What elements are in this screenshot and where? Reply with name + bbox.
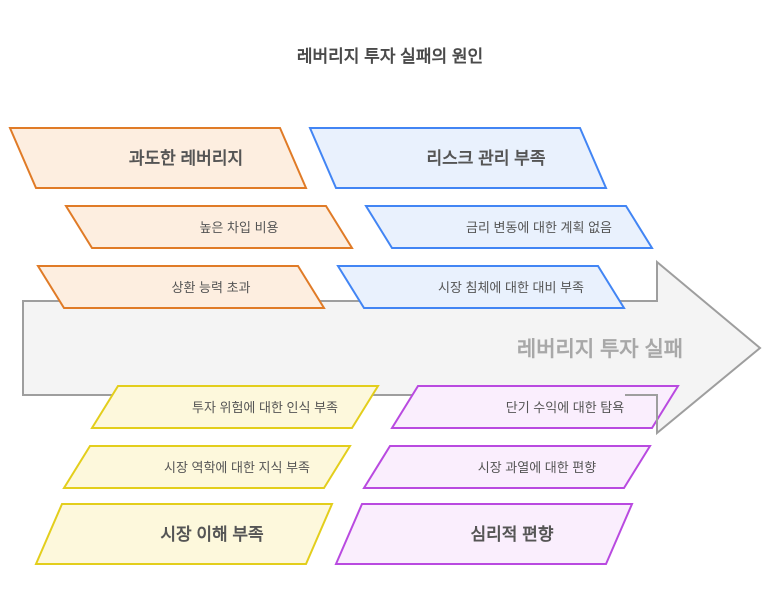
spine-label: 레버리지 투자 실패 <box>517 338 683 361</box>
category-header-label: 리스크 관리 부족 <box>427 149 546 168</box>
connector-top-right <box>625 262 658 302</box>
category-header-label: 과도한 레버리지 <box>129 149 243 168</box>
connector-bottom-right <box>625 394 658 433</box>
cause-item-label: 시장 역학에 대한 지식 부족 <box>164 460 310 475</box>
category-header-shape[interactable] <box>334 503 634 565</box>
category-header-label: 시장 이해 부족 <box>160 525 264 544</box>
page-title: 레버리지 투자 실패의 원인 <box>297 47 483 66</box>
cause-item-shape[interactable] <box>64 205 354 249</box>
cause-item-shape[interactable] <box>390 385 680 429</box>
cause-item-shape[interactable] <box>90 385 380 429</box>
cause-item-label: 시장 과열에 대한 편향 <box>478 460 597 475</box>
category-header-shape[interactable] <box>34 503 334 565</box>
cause-item-label: 시장 침체에 대한 대비 부족 <box>438 280 584 295</box>
category-header-label: 심리적 편향 <box>471 524 554 544</box>
cause-item-label: 높은 차입 비용 <box>200 220 279 235</box>
cause-item-shape[interactable] <box>36 265 326 309</box>
cause-item-label: 상환 능력 초과 <box>172 280 251 295</box>
cause-item-label: 투자 위험에 대한 인식 부족 <box>192 400 338 415</box>
cause-item-shape[interactable] <box>336 265 626 309</box>
cause-item-label: 단기 수익에 대한 탐욕 <box>506 400 625 415</box>
category-header-shape[interactable] <box>8 127 308 189</box>
cause-item-shape[interactable] <box>62 445 352 489</box>
cause-item-label: 금리 변동에 대한 계획 없음 <box>466 220 612 235</box>
cause-item-shape[interactable] <box>364 205 654 249</box>
cause-item-shape[interactable] <box>362 445 652 489</box>
category-header-shape[interactable] <box>308 127 608 189</box>
